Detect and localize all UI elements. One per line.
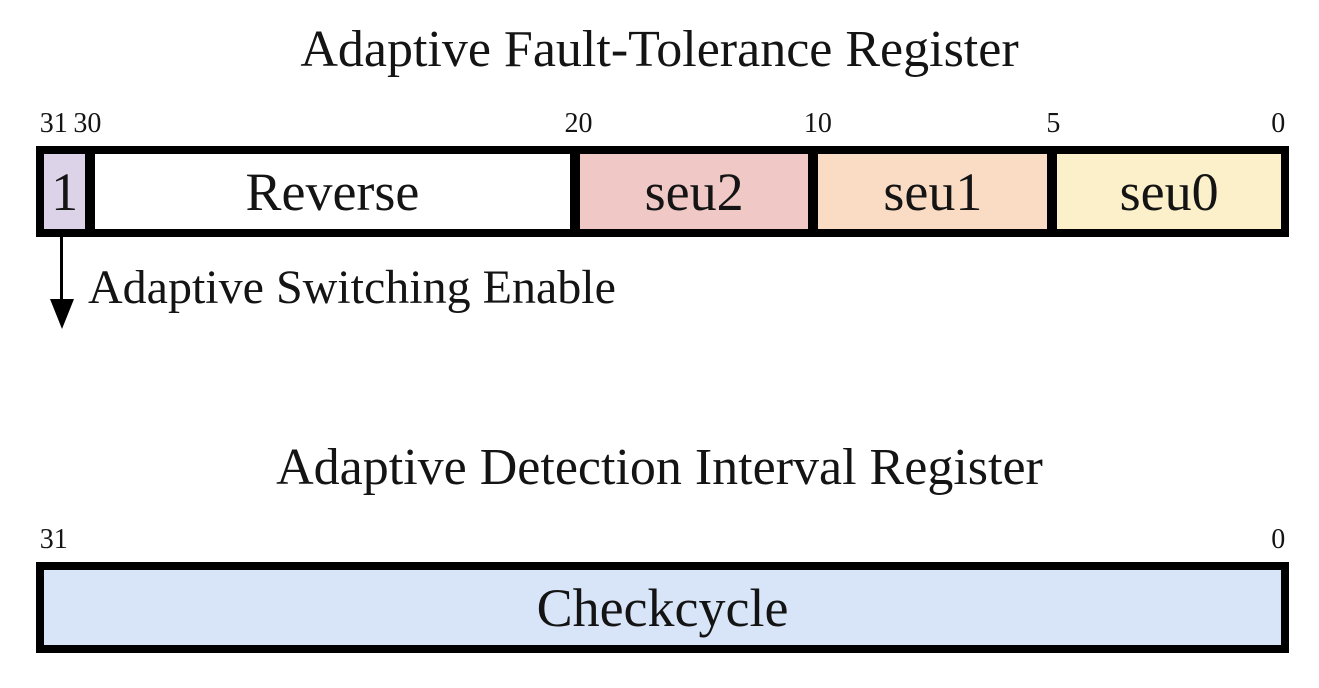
field-seu2: seu2 [579, 154, 809, 229]
bit-label-10: 10 [803, 108, 832, 139]
field-seu0: seu0 [1057, 154, 1281, 229]
fault-tolerance-register-title: Adaptive Fault-Tolerance Register [300, 21, 1019, 78]
detection-interval-bit-labels: 31 0 [36, 522, 1289, 558]
detection-interval-register-title: Adaptive Detection Interval Register [276, 439, 1043, 496]
detection-interval-register: 31 0 Checkcycle [36, 524, 1289, 653]
field-1: 1 [44, 154, 86, 229]
bit-label-31: 31 [39, 108, 68, 139]
bit-label-31: 31 [39, 524, 68, 555]
adaptive-switching-enable-arrow-line [60, 237, 63, 303]
adaptive-switching-enable-label: Adaptive Switching Enable [88, 261, 616, 314]
bit-label-30: 30 [73, 108, 102, 139]
field-reverse: Reverse [95, 154, 570, 229]
adaptive-switching-enable-arrow-head-icon [50, 299, 74, 329]
field-checkcycle: Checkcycle [44, 570, 1281, 645]
field-seu1: seu1 [818, 154, 1048, 229]
bit-label-0: 0 [1271, 108, 1286, 139]
bit-label-0: 0 [1271, 524, 1286, 555]
bit-label-20: 20 [564, 108, 593, 139]
bit-label-5: 5 [1046, 108, 1061, 139]
detection-interval-fields: Checkcycle [36, 562, 1289, 653]
